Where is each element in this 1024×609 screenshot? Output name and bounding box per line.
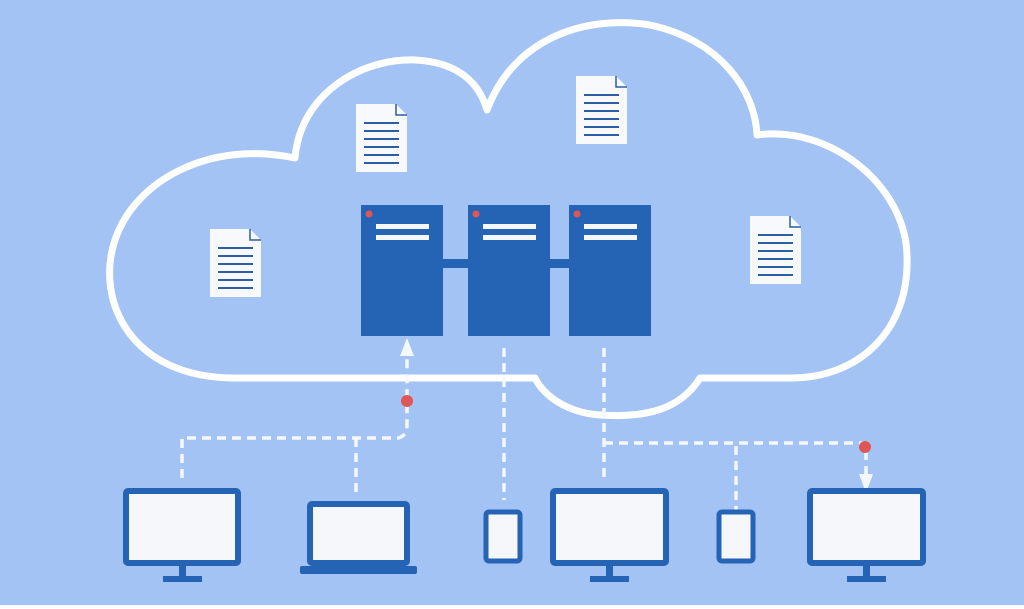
smartphone-icon	[716, 509, 756, 564]
desktop-monitor-icon	[123, 488, 241, 582]
document-icon	[576, 76, 627, 144]
connection-line	[180, 356, 409, 478]
desktop-monitor-icon	[807, 488, 926, 582]
document-icon	[356, 104, 407, 172]
server-connector	[443, 259, 469, 268]
status-dot	[401, 395, 413, 407]
document-icon	[210, 229, 261, 297]
server-rack-icon	[468, 205, 550, 336]
laptop-icon	[300, 501, 417, 574]
server-rack-icon	[361, 205, 443, 336]
status-dot	[859, 441, 871, 453]
server-connector	[549, 259, 570, 268]
arrow-up-icon	[400, 338, 414, 356]
server-rack-icon	[569, 205, 651, 336]
desktop-monitor-icon	[550, 488, 669, 582]
document-icon	[750, 216, 801, 284]
smartphone-icon	[483, 509, 523, 564]
arrow-down-icon	[859, 474, 873, 493]
cloud-outline-icon	[106, 19, 911, 420]
